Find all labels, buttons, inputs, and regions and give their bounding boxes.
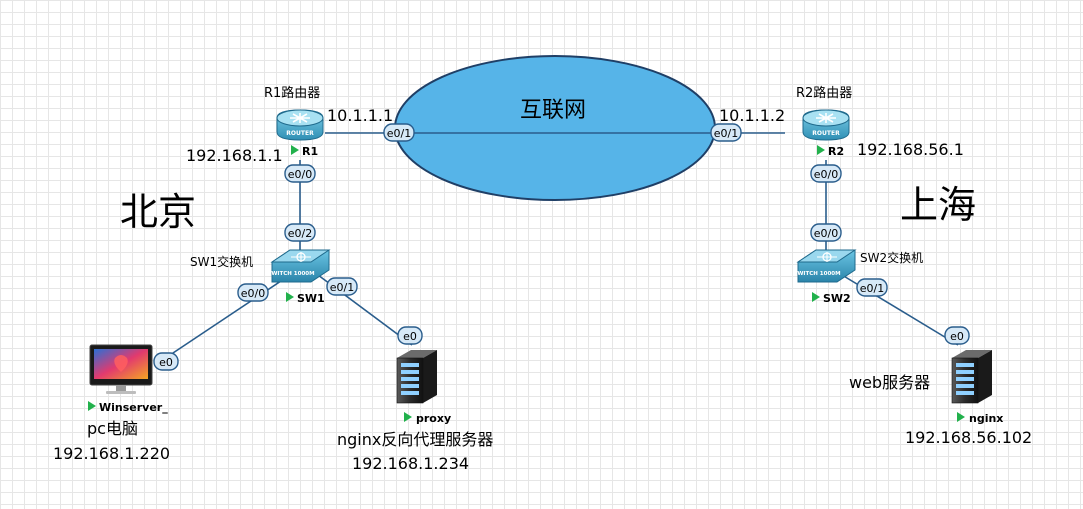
r1-status-icon bbox=[291, 145, 299, 155]
router-r1-title: R1路由器 bbox=[264, 85, 320, 101]
web-status-icon bbox=[957, 412, 965, 422]
proxy-ip: 192.168.1.234 bbox=[352, 454, 469, 473]
router-r1-name: R1 bbox=[302, 145, 318, 158]
port-label-web-e0: e0 bbox=[944, 326, 970, 345]
internet-label: 互联网 bbox=[520, 98, 586, 123]
switch-sw1[interactable]: SWITCH 1000M bbox=[267, 249, 331, 283]
region-shanghai: 上海 bbox=[900, 183, 976, 227]
router-r2-device-text: ROUTER bbox=[812, 130, 840, 137]
r2-status-icon bbox=[817, 145, 825, 155]
pc-status-icon bbox=[88, 401, 96, 411]
pc-desc: pc电脑 bbox=[87, 419, 138, 438]
sw2-status-icon bbox=[812, 292, 820, 302]
switch-sw2-device-text: SWITCH 1000M bbox=[793, 271, 840, 277]
svg-text:e0/1: e0/1 bbox=[330, 281, 354, 294]
svg-text:e0/1: e0/1 bbox=[387, 127, 411, 140]
switch-sw2[interactable]: SWITCH 1000M bbox=[793, 249, 857, 283]
router-r2-lan-ip: 192.168.56.1 bbox=[857, 140, 964, 159]
svg-text:e0/1: e0/1 bbox=[860, 282, 884, 295]
switch-sw2-title: SW2交换机 bbox=[860, 250, 923, 265]
router-r1-lan-ip: 192.168.1.1 bbox=[186, 146, 283, 165]
svg-text:e0: e0 bbox=[950, 330, 964, 343]
web-server-icon[interactable] bbox=[951, 350, 992, 404]
proxy-server-icon[interactable] bbox=[396, 350, 437, 404]
svg-text:e0: e0 bbox=[159, 356, 173, 369]
svg-text:e0/1: e0/1 bbox=[714, 127, 738, 140]
router-r1-wan-ip: 10.1.1.1 bbox=[327, 106, 393, 125]
proxy-name: proxy bbox=[416, 412, 451, 425]
sw1-status-icon bbox=[286, 292, 294, 302]
port-label-pc-e0: e0 bbox=[153, 352, 179, 371]
router-r2-name: R2 bbox=[828, 145, 844, 158]
web-desc: web服务器 bbox=[849, 373, 930, 392]
port-label-r1-e01: e0/1 bbox=[383, 123, 415, 142]
web-name: nginx bbox=[969, 412, 1003, 425]
internet-cloud bbox=[394, 55, 716, 201]
router-r2[interactable]: ROUTER bbox=[802, 109, 850, 141]
port-label-proxy-e0: e0 bbox=[397, 326, 423, 345]
switch-sw1-name: SW1 bbox=[297, 292, 325, 305]
svg-text:e0/0: e0/0 bbox=[814, 168, 838, 181]
link-sw1-pc bbox=[154, 274, 291, 366]
switch-sw2-name: SW2 bbox=[823, 292, 851, 305]
router-r1[interactable]: ROUTER bbox=[276, 109, 324, 141]
port-label-r2-e01: e0/1 bbox=[710, 123, 742, 142]
port-label-r2-e00: e0/0 bbox=[810, 164, 842, 183]
port-label-sw1-e01: e0/1 bbox=[326, 277, 358, 296]
router-r2-title: R2路由器 bbox=[796, 85, 852, 101]
web-ip: 192.168.56.102 bbox=[905, 428, 1032, 447]
region-beijing: 北京 bbox=[120, 190, 196, 234]
port-label-r1-e00: e0/0 bbox=[284, 164, 316, 183]
switch-sw1-title: SW1交换机 bbox=[190, 254, 253, 269]
proxy-desc: nginx反向代理服务器 bbox=[337, 430, 493, 449]
pc-name: Winserver_ bbox=[99, 401, 168, 414]
port-label-sw2-e00: e0/0 bbox=[810, 223, 842, 242]
svg-text:e0/2: e0/2 bbox=[288, 227, 312, 240]
svg-text:e0: e0 bbox=[403, 330, 417, 343]
switch-sw1-device-text: SWITCH 1000M bbox=[267, 271, 314, 277]
port-label-sw2-e01: e0/1 bbox=[856, 278, 888, 297]
port-label-sw1-e00: e0/0 bbox=[237, 283, 269, 302]
pc-monitor-icon[interactable] bbox=[89, 344, 153, 394]
router-r1-device-text: ROUTER bbox=[286, 130, 314, 137]
router-r2-wan-ip: 10.1.1.2 bbox=[719, 106, 785, 125]
proxy-status-icon bbox=[404, 412, 412, 422]
port-label-sw1-e02: e0/2 bbox=[284, 223, 316, 242]
svg-text:e0/0: e0/0 bbox=[288, 168, 312, 181]
pc-ip: 192.168.1.220 bbox=[53, 444, 170, 463]
svg-text:e0/0: e0/0 bbox=[241, 287, 265, 300]
svg-text:e0/0: e0/0 bbox=[814, 227, 838, 240]
